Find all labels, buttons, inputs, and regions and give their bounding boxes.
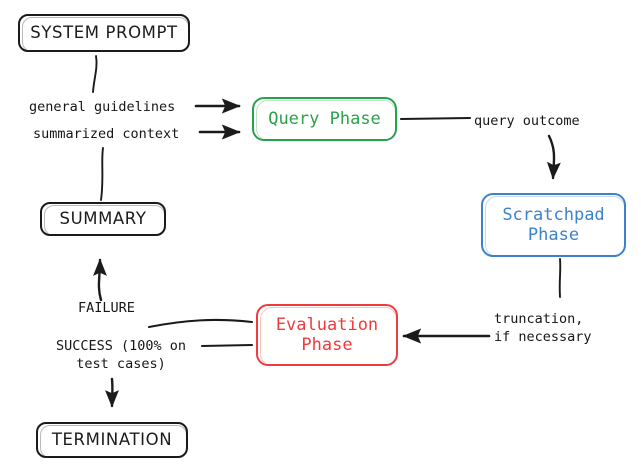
- node-system-prompt[interactable]: SYSTEM PROMPT: [18, 14, 190, 52]
- connector-queryphase-to-queryoutcome: [399, 116, 472, 121]
- node-evaluation-phase[interactable]: Evaluation Phase: [256, 304, 398, 366]
- connector-queryoutcome-to-scratchpad: [546, 134, 561, 180]
- edge-label-query-outcome: query outcome: [474, 113, 580, 129]
- connector-systemprompt-to-guidelines: [92, 55, 98, 93]
- edge-label-summarized-context: summarized context: [33, 126, 180, 142]
- node-summary[interactable]: SUMMARY: [40, 202, 166, 236]
- node-scratchpad-phase[interactable]: Scratchpad Phase: [481, 193, 626, 257]
- connector-context-to-summary: [100, 147, 104, 201]
- node-termination[interactable]: TERMINATION: [36, 422, 188, 458]
- edge-label-success: SUCCESS (100% on test cases): [55, 338, 187, 373]
- edge-label-failure: FAILURE: [78, 300, 135, 316]
- connector-failure-to-summary: [93, 258, 107, 302]
- node-query-phase[interactable]: Query Phase: [252, 97, 397, 141]
- connector-evaluation-to-success: [200, 343, 254, 348]
- edge-label-truncation: truncation, if necessary: [494, 311, 592, 346]
- connector-scratchpad-to-truncation: [558, 258, 562, 298]
- connector-evaluation-to-failure: [147, 318, 254, 329]
- edge-label-general-guidelines: general guidelines: [29, 99, 176, 115]
